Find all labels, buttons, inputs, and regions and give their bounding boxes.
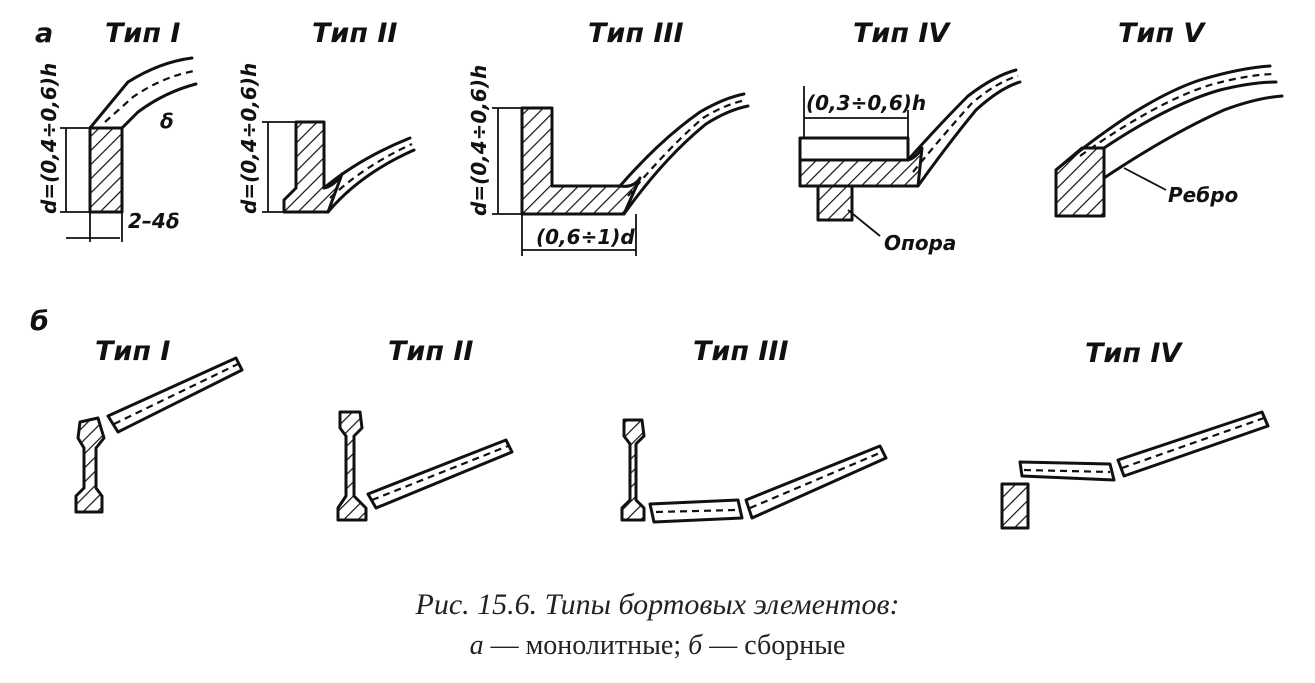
a-type4-dim-top: (0,3÷0,6)h bbox=[806, 91, 926, 115]
b-type2-section bbox=[336, 410, 514, 522]
a-type3-dim-height: d=(0,4÷0,6)h bbox=[467, 65, 491, 216]
b-type3-title: Тип III bbox=[693, 336, 789, 367]
a-type1-dim-height: d=(0,4÷0,6)h bbox=[37, 63, 61, 214]
b-type1-section bbox=[74, 356, 244, 514]
part-a-marker: а bbox=[35, 18, 53, 49]
caption-b-text: — сборные bbox=[702, 630, 846, 661]
a-type4-callout-support: Опора bbox=[884, 231, 956, 255]
a-type4-section bbox=[798, 68, 1022, 237]
b-type3-section bbox=[620, 418, 888, 524]
figure-caption-legend: а — монолитные; б — сборные bbox=[0, 630, 1315, 662]
b-type4-section bbox=[1000, 410, 1270, 530]
a-type3-dim-bottom: (0,6÷1)d bbox=[536, 225, 635, 249]
caption-b-mark: б bbox=[688, 630, 703, 661]
a-type5-title: Тип V bbox=[1118, 18, 1206, 49]
a-type5-section bbox=[1054, 64, 1284, 218]
a-type3-section bbox=[492, 92, 750, 256]
a-type5-callout-rib: Ребро bbox=[1168, 183, 1239, 207]
caption-a-mark: а bbox=[469, 630, 484, 661]
a-type2-dim-height: d=(0,4÷0,6)h bbox=[237, 63, 261, 214]
a-type1-section bbox=[60, 56, 198, 242]
a-type1-title: Тип I bbox=[105, 18, 180, 49]
a-type2-title: Тип II bbox=[312, 18, 397, 49]
part-b-marker: б bbox=[30, 306, 49, 337]
b-type2-title: Тип II bbox=[388, 336, 473, 367]
a-type4-title: Тип IV bbox=[853, 18, 951, 49]
b-type1-title: Тип I bbox=[95, 336, 170, 367]
a-type1-dim-bottom: 2–4δ bbox=[128, 209, 180, 233]
a-type2-section bbox=[262, 120, 416, 214]
a-type1-dim-thickness: δ bbox=[160, 109, 174, 133]
a-type3-title: Тип III bbox=[588, 18, 684, 49]
b-type4-title: Тип IV bbox=[1085, 338, 1183, 369]
figure-caption-title: Рис. 15.6. Типы бортовых элементов: bbox=[415, 588, 900, 621]
caption-a-text: — монолитные; bbox=[483, 630, 689, 661]
